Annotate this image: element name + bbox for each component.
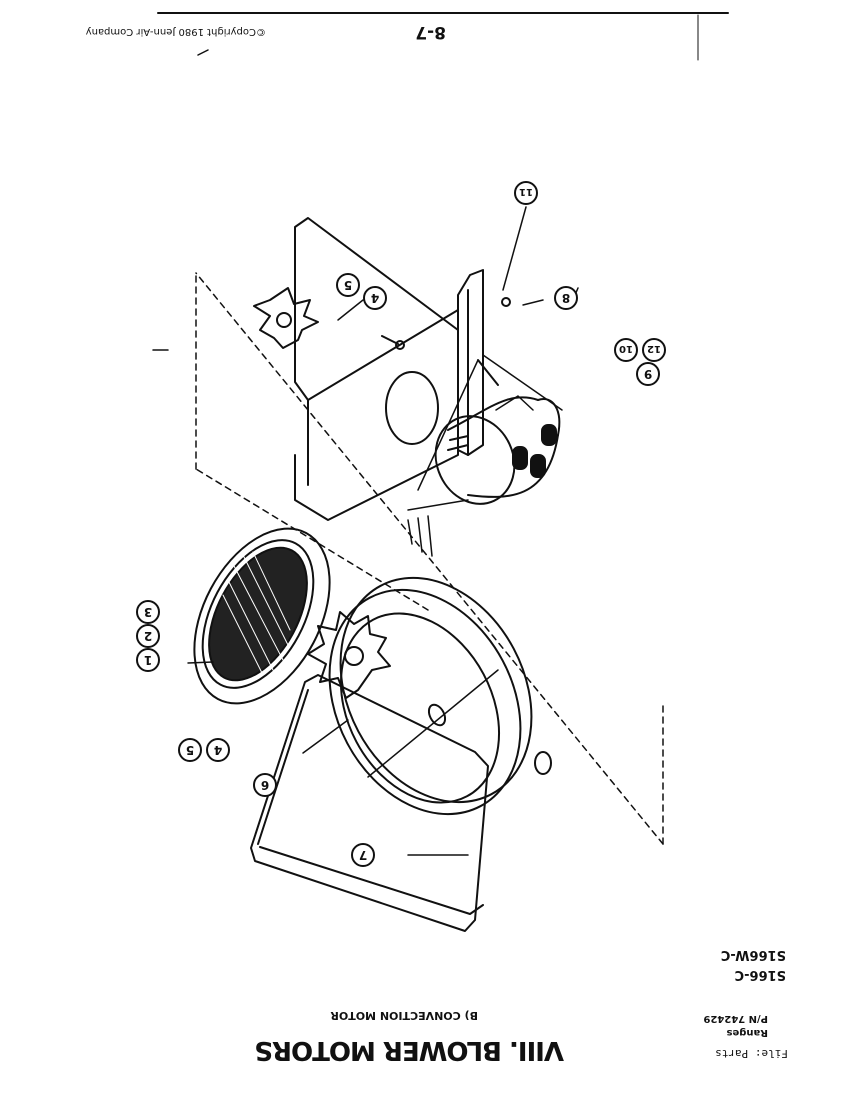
callout-number-4-upper: 4 <box>371 291 379 305</box>
motor-mounting-plate <box>294 217 459 521</box>
rear-plate <box>250 674 552 932</box>
callout-number-2: 2 <box>144 629 152 643</box>
callout-11 <box>514 181 538 205</box>
housing-phantom-outline <box>195 272 664 845</box>
callout-number-5-upper: 5 <box>344 278 352 292</box>
convection-motor <box>407 359 561 557</box>
callout-2 <box>136 624 160 648</box>
front-grille <box>193 527 331 705</box>
callout-numbers: 1 2 3 4 5 6 7 8 9 10 11 12 4 5 <box>144 186 661 862</box>
fan-blade-lower <box>307 611 391 699</box>
callout-6 <box>253 773 277 797</box>
callout-4-lower <box>206 738 230 762</box>
callout-3 <box>136 600 160 624</box>
fan-blade-upper <box>253 287 319 349</box>
callout-number-8: 8 <box>562 291 570 305</box>
callout-8 <box>554 286 578 310</box>
callout-4-upper <box>363 286 387 310</box>
callout-number-9: 9 <box>644 367 652 381</box>
callout-10 <box>614 338 638 362</box>
grille-mesh <box>222 551 291 676</box>
callout-balloons <box>136 181 666 867</box>
callout-number-10: 10 <box>619 343 633 354</box>
callout-5-upper <box>336 273 360 297</box>
callout-number-3: 3 <box>144 605 152 619</box>
callout-9 <box>636 362 660 386</box>
callout-number-7: 7 <box>359 848 367 862</box>
callout-number-6: 6 <box>261 778 269 792</box>
callout-12 <box>642 338 666 362</box>
callout-number-12: 12 <box>647 343 661 354</box>
callout-number-11: 11 <box>519 186 533 197</box>
leader-lines <box>152 49 579 856</box>
callout-number-1: 1 <box>144 653 152 667</box>
gasket-ring <box>328 576 533 816</box>
callout-number-5-lower: 5 <box>186 743 194 757</box>
callout-7 <box>351 843 375 867</box>
callout-5-lower <box>178 738 202 762</box>
clip <box>501 297 511 307</box>
callout-number-4-lower: 4 <box>214 743 222 757</box>
screw <box>381 335 405 350</box>
callout-1 <box>136 648 160 672</box>
